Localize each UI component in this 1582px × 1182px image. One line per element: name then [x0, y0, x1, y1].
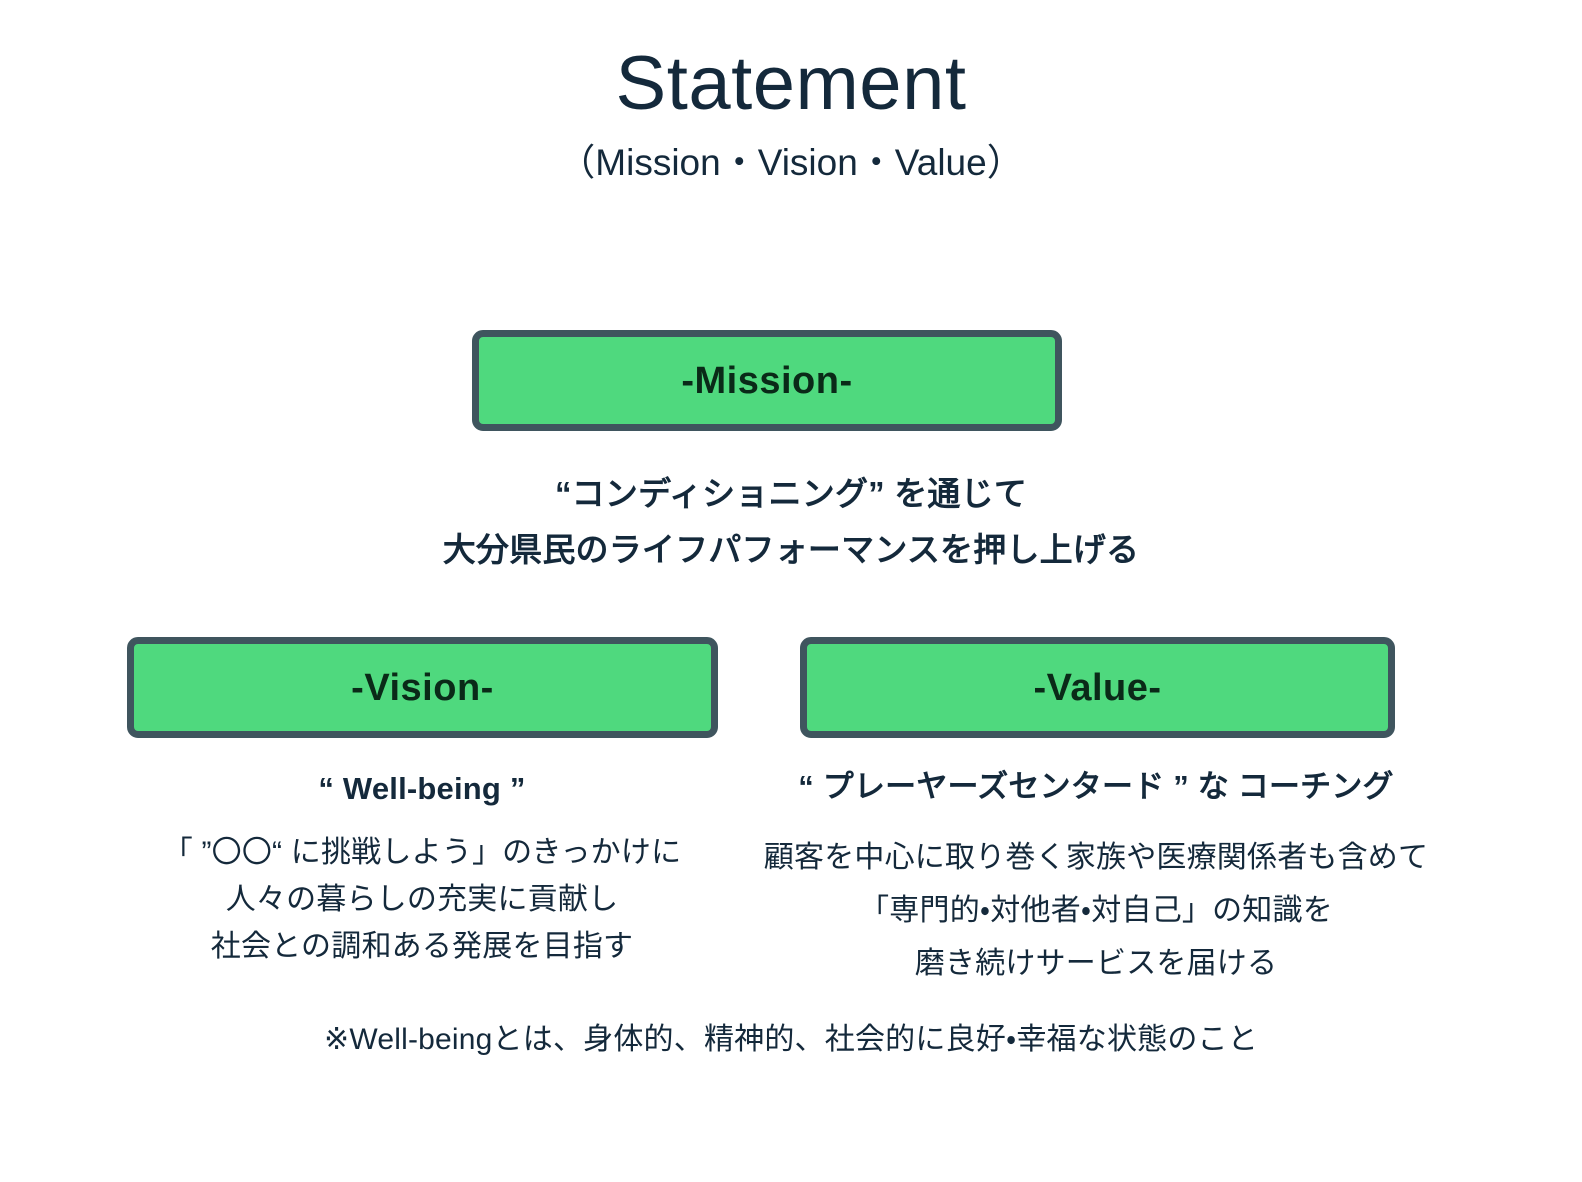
value-line: 「専門的・対他者・対自己」の知識を [859, 894, 1333, 928]
page-subtitle: （Mission・Vision・Value） [558, 142, 1024, 183]
footnote: ※Well-beingとは、身体的、精神的、社会的に良好・幸福な状態のこと [324, 1023, 1258, 1056]
mission-line: 大分県民のライフパフォーマンスを押し上げる [442, 531, 1140, 568]
mission-box-label: -Mission- [681, 359, 853, 402]
vision-box: -Vision- [127, 637, 718, 738]
vision-line: 社会との調和ある発展を目指す [210, 930, 634, 964]
mission-box: -Mission- [472, 330, 1062, 431]
mission-body: “コンディショニング” を通じて 大分県民のライフパフォーマンスを押し上げる [0, 466, 1582, 578]
vision-body: 「 ”〇〇“ に挑戦しよう」のきっかけに 人々の暮らしの充実に貢献し 社会との調… [97, 829, 747, 970]
mission-line: “コンディショニング” を通じて [554, 475, 1028, 512]
value-column: “ プレーヤーズセンタード ” な コーチング 顧客を中心に取り巻く家族や医療関… [760, 768, 1432, 990]
value-box: -Value- [800, 637, 1395, 738]
vision-line: 「 ”〇〇“ に挑戦しよう」のきっかけに [162, 836, 682, 870]
vision-line: 人々の暮らしの充実に貢献し [225, 883, 619, 917]
value-body: 顧客を中心に取り巻く家族や医療関係者も含めて 「専門的・対他者・対自己」の知識を… [760, 831, 1432, 990]
vision-box-label: -Vision- [351, 666, 494, 709]
vision-heading: “ Well-being ” [318, 771, 526, 806]
value-line: 磨き続けサービスを届ける [914, 947, 1278, 981]
value-heading: “ プレーヤーズセンタード ” な コーチング [798, 769, 1394, 804]
vision-column: “ Well-being ” 「 ”〇〇“ に挑戦しよう」のきっかけに 人々の暮… [97, 770, 747, 970]
slide-header: Statement （Mission・Vision・Value） [0, 0, 1582, 183]
value-line: 顧客を中心に取り巻く家族や医療関係者も含めて [763, 841, 1429, 875]
value-box-label: -Value- [1033, 666, 1162, 709]
page-title: Statement [615, 41, 967, 126]
